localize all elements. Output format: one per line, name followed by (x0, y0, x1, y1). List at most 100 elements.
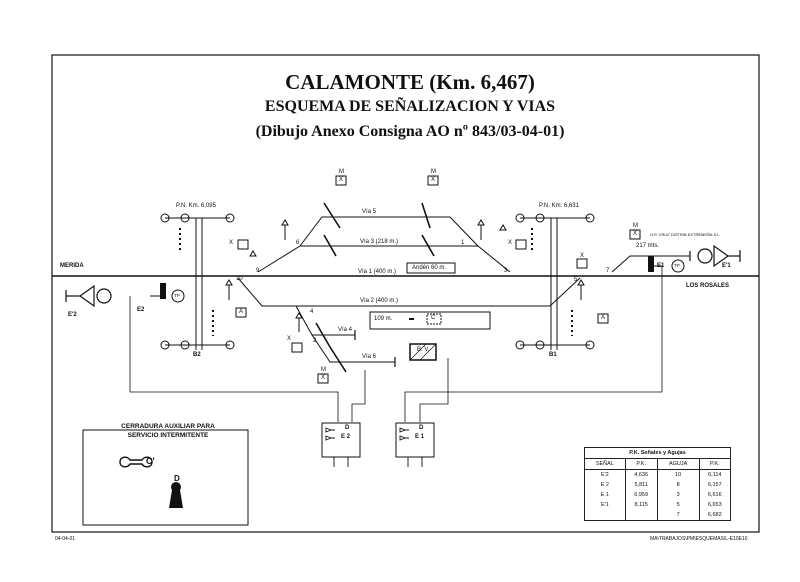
key-icons (325, 427, 423, 467)
pk-cell: 6,959 (625, 490, 658, 500)
legend-heading-1: CERRADURA AUXILIAR PARA (121, 423, 215, 430)
x-label-2: X (508, 240, 513, 246)
switch-1: 1 (461, 240, 465, 246)
switch-7: 7 (606, 268, 610, 274)
pk-cell: 6,653 (707, 502, 722, 508)
track-label-via6: Vía 6 (362, 354, 377, 360)
entry-signal-left (150, 283, 185, 303)
m-label-3: M (633, 223, 638, 229)
pk-cell: E'2 (585, 469, 626, 480)
pk-header-pk1: P.K. (625, 459, 658, 470)
pk-cell: E 1 (585, 490, 626, 500)
legend: CERRADURA AUXILIAR PARA SERVICIO INTERMI… (88, 422, 248, 440)
diagram-reference: (Dibujo Anexo Consigna AO nº 843/03-04-0… (255, 123, 565, 140)
switch-9: 9 (256, 268, 260, 274)
signal-e2: E2 (137, 307, 145, 313)
track-label-via1: Vía 1 (400 m.) (358, 269, 397, 275)
switch-6: 6 (296, 240, 300, 246)
station-title: CALAMONTE (Km. 6,467) (285, 70, 535, 94)
block-box (409, 343, 437, 361)
platform-box (406, 262, 456, 274)
legend-key-label: C' (146, 456, 155, 466)
track-label-via3: Vía 3 (218 m.) (360, 239, 399, 245)
signal-e1-prime: E'1 (722, 263, 731, 269)
x-label-1: X (229, 240, 234, 246)
switch-marks (315, 202, 435, 373)
diagram-subtitle: ESQUEMA DE SEÑALIZACION Y VIAS (264, 98, 556, 115)
m-label-2: M (431, 169, 436, 175)
dotted-markers (179, 228, 573, 336)
signal-e2-prime: E'2 (68, 312, 77, 318)
track-label-via4: Vía 4 (338, 327, 353, 333)
switch-4: 4 (310, 309, 314, 315)
switch-2: 2 (313, 338, 317, 344)
tp-left: TP (174, 293, 180, 298)
track-label-via5: Vía 5 (362, 209, 377, 215)
pk-table: P.K. Señales y Agujas SEÑAL P.K. AGUJA P… (584, 447, 731, 521)
level-crossing-right-label: P.N. Km. 6,631 (539, 203, 579, 209)
pk-cell: 10 (657, 469, 700, 480)
pk-cell: 6,682 (707, 512, 722, 518)
signal-b2: B2 (193, 352, 201, 358)
footer-date: 04-04-01 (55, 536, 76, 542)
pk-cell: E 2 (585, 480, 626, 490)
pk-cell: 8,115 (625, 500, 658, 510)
block-hatch-2 (419, 343, 437, 361)
lock-cables (129, 266, 663, 422)
platform-label: Andén 60 m. (412, 265, 447, 271)
pk-header-pk2: P.K. (699, 459, 730, 470)
a-box-1 (235, 307, 247, 318)
m-box-2 (427, 175, 439, 186)
x-label-4: X (287, 336, 292, 342)
x-box-4 (291, 342, 303, 353)
pk-header-switch: AGUJA (657, 459, 700, 470)
x-label-3: X (580, 253, 585, 259)
x-in-m-4: X (321, 375, 326, 381)
legend-frame (82, 429, 249, 526)
distant-signal-right (697, 244, 741, 268)
track-via-3 (257, 245, 511, 273)
pk-cell (585, 510, 626, 520)
lock-e1-id: E 1 (415, 434, 425, 440)
lock-box-e1 (395, 422, 435, 458)
pk-cell: 7 (657, 510, 700, 520)
m-box-3 (629, 229, 641, 240)
footer-path: MA\TRABAJOS\PM\ESQUEMAS\L-E10E10 (650, 536, 748, 542)
tp-right: TP (674, 263, 680, 268)
switch-3: 3 (504, 268, 508, 274)
pk-cell: 3 (657, 490, 700, 500)
key-icon (119, 456, 153, 468)
lock-e1-d: D (419, 425, 424, 431)
length-109-label: 109 m. (374, 316, 393, 322)
lock-e2-d: D (345, 425, 350, 431)
lock-box-e2 (321, 422, 361, 458)
distant-signal-left (65, 284, 112, 308)
table-row: E'1 8,115 5 6,653 (585, 500, 730, 510)
signal-posts (160, 213, 595, 350)
table-row: E 2 5,811 8 6,157 (585, 480, 730, 490)
pk-cell (625, 510, 658, 520)
track-via-6 (311, 334, 395, 363)
pk-cell: 6,616 (707, 492, 722, 498)
entry-signal-right (648, 256, 685, 273)
pk-cell: 6,114 (708, 472, 722, 478)
x-box-1 (237, 239, 249, 250)
track-via-2 (237, 277, 581, 307)
m-box-4 (317, 373, 329, 384)
x-in-m-1: X (339, 177, 344, 183)
m-label-1: M (339, 169, 344, 175)
signal-b1: B1 (549, 352, 557, 358)
c-label: C (431, 315, 436, 321)
switch-5: 5 (574, 277, 578, 283)
company-label: O.P. CRUZ DISTRIB.EXTREMEÑA S.L. (650, 232, 721, 237)
level-crossing-left-label: P.N. Km. 6,095 (176, 203, 216, 209)
length-217-label: 217 mts. (636, 243, 660, 249)
x-box-3 (576, 258, 588, 269)
legend-heading-2: SERVICIO INTERMITENTE (127, 432, 209, 439)
track-label-via2: Vía 2 (400 m.) (360, 298, 399, 304)
place-right: LOS ROSALES (686, 283, 730, 289)
x-box-2 (515, 239, 527, 250)
switch-10: 10 (236, 276, 243, 282)
pk-cell: 5,811 (625, 480, 658, 490)
